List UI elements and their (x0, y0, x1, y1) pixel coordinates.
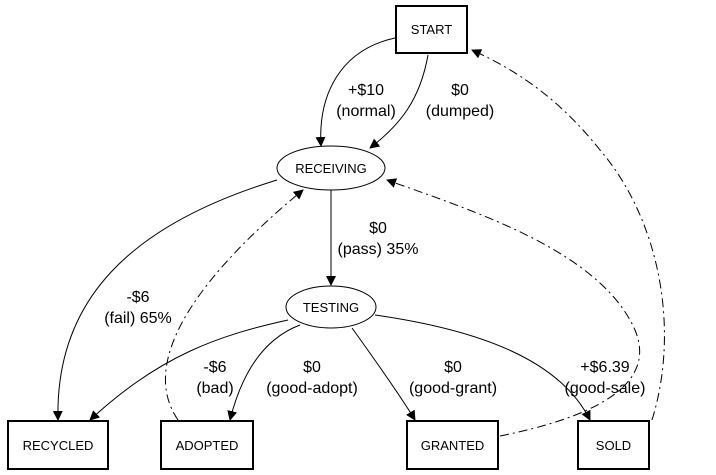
edge-label-line: (fail) 65% (104, 310, 172, 327)
label-start-receiving-dumped: $0 (dumped) (426, 82, 494, 120)
edge-label-line: $0 (444, 359, 462, 376)
node-adopted: ADOPTED (160, 420, 254, 470)
edge-label-line: (good-grant) (409, 380, 497, 397)
edge-testing-granted (351, 327, 416, 421)
edge-testing-sold (374, 314, 591, 421)
label-testing-sold: +$6.39 (good-sale) (565, 359, 646, 397)
node-recycled-label: RECYCLED (23, 438, 94, 453)
edge-label-line: $0 (303, 359, 321, 376)
label-testing-adopted: $0 (good-adopt) (266, 359, 358, 397)
node-granted: GRANTED (406, 420, 499, 470)
label-start-receiving-normal: +$10 (normal) (336, 82, 396, 120)
edge-granted-receiving (386, 178, 641, 437)
node-receiving-label: RECEIVING (295, 161, 367, 176)
edge-start-receiving-dumped (369, 54, 429, 149)
node-granted-label: GRANTED (421, 438, 485, 453)
node-sold: SOLD (577, 420, 650, 470)
node-adopted-label: ADOPTED (176, 438, 239, 453)
edge-label-line: $0 (451, 82, 469, 99)
edge-label-line: (pass) 35% (338, 241, 419, 258)
edge-receiving-recycled (52, 179, 278, 421)
edge-testing-adopted (227, 324, 301, 421)
edge-label-line: -$6 (126, 289, 149, 306)
edge-label-line: (bad) (196, 380, 233, 397)
edge-label-line: +$10 (348, 82, 384, 99)
node-testing: TESTING (285, 285, 377, 329)
edge-testing-recycled (89, 319, 289, 421)
edge-label-line: (good-sale) (565, 380, 646, 397)
node-testing-label: TESTING (303, 300, 359, 315)
edge-label-line: (good-adopt) (266, 380, 358, 397)
label-receiving-testing: $0 (pass) 35% (338, 220, 419, 258)
edge-adopted-receiving (165, 189, 304, 421)
label-testing-recycled: -$6 (bad) (196, 359, 233, 397)
node-receiving: RECEIVING (276, 145, 386, 191)
node-recycled: RECYCLED (7, 420, 109, 470)
label-receiving-recycled: -$6 (fail) 65% (104, 289, 172, 327)
edge-label-line: +$6.39 (580, 359, 629, 376)
node-start-label: START (411, 22, 452, 37)
edge-label-line: $0 (369, 220, 387, 237)
node-start: START (395, 5, 468, 54)
edge-label-line: (normal) (336, 103, 396, 120)
label-testing-granted: $0 (good-grant) (409, 359, 497, 397)
edge-start-receiving-normal (315, 37, 396, 147)
node-sold-label: SOLD (596, 438, 631, 453)
edge-label-line: -$6 (203, 359, 226, 376)
edge-sold-start (471, 49, 665, 421)
edge-label-line: (dumped) (426, 103, 494, 120)
